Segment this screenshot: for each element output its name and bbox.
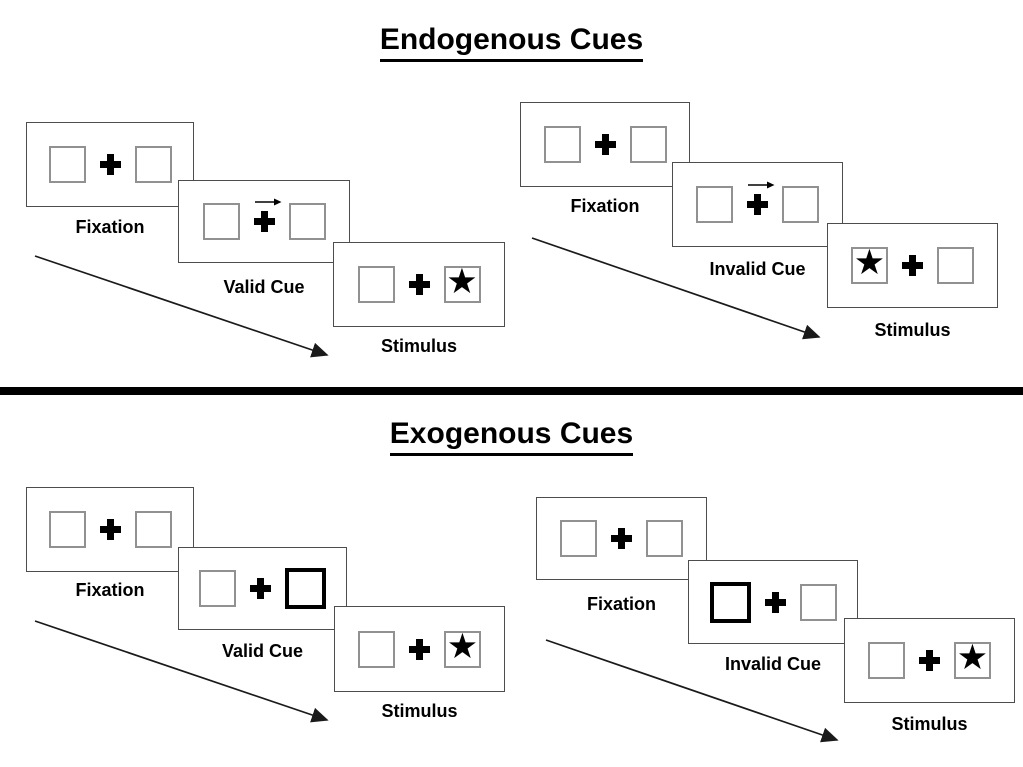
right-box — [134, 146, 172, 183]
endogenous-valid-cue-card — [178, 180, 350, 263]
left-box — [358, 630, 395, 668]
endogenous-valid-sequence-arrow — [34, 255, 329, 358]
fixation-cross-icon — [253, 198, 281, 232]
endogenous-invalid-fixation-card — [520, 102, 690, 187]
endogenous-section-title: Endogenous Cues — [14, 23, 1009, 62]
fixation-cross-icon — [99, 154, 121, 175]
right-box — [799, 583, 837, 621]
endogenous-invalid-stimulus-card: ★ — [827, 223, 998, 308]
left-box — [543, 126, 581, 163]
exogenous-invalid-cue-card — [688, 560, 858, 644]
endogenous-title-text: Endogenous Cues — [379, 23, 644, 62]
star-icon: ★ — [956, 638, 989, 678]
exogenous-valid-stimulus-card: ★ — [334, 606, 505, 692]
right-arrow-cue-icon — [254, 198, 281, 206]
right-box-highlighted-cue — [285, 568, 326, 609]
fixation-cross-icon — [764, 591, 786, 613]
star-icon: ★ — [446, 262, 478, 302]
fixation-label: Fixation — [570, 196, 640, 216]
left-box-highlighted-cue — [709, 581, 751, 623]
fixation-display — [48, 511, 172, 548]
valid-cue-label: Valid Cue — [221, 641, 304, 661]
fixation-label: Fixation — [75, 217, 145, 237]
cue-display — [199, 568, 326, 609]
stimulus-label: Stimulus — [874, 320, 951, 340]
invalid-cue-label: Invalid Cue — [709, 259, 806, 279]
right-box — [782, 186, 819, 223]
left-box — [560, 520, 597, 557]
right-box — [937, 247, 974, 284]
right-box-with-star: ★ — [443, 262, 481, 303]
left-box — [199, 570, 236, 607]
stimulus-label: Stimulus — [380, 336, 457, 356]
stimulus-display: ★ — [868, 638, 991, 679]
exogenous-valid-cue-card — [178, 547, 347, 630]
exogenous-section-title: Exogenous Cues — [14, 417, 1009, 456]
left-box — [357, 266, 395, 303]
stimulus-label: Stimulus — [891, 714, 968, 734]
right-box — [629, 126, 667, 163]
exogenous-valid-fixation-card — [26, 487, 194, 572]
cue-display — [696, 181, 819, 223]
fixation-cross-icon — [99, 519, 121, 540]
valid-cue-label: Valid Cue — [223, 277, 305, 297]
left-box — [202, 203, 240, 240]
invalid-cue-label: Invalid Cue — [724, 654, 822, 674]
left-box — [696, 186, 733, 223]
stimulus-display: ★ — [357, 262, 481, 303]
fixation-label: Fixation — [586, 594, 656, 614]
left-box — [868, 642, 905, 679]
exogenous-valid-sequence-arrow — [34, 620, 329, 723]
cue-display — [709, 581, 837, 623]
cue-display — [202, 198, 326, 240]
fixation-cross-icon — [594, 134, 616, 155]
fixation-label: Fixation — [75, 580, 145, 600]
fixation-cross-icon — [902, 255, 923, 276]
left-box — [48, 146, 86, 183]
right-box — [134, 511, 172, 548]
section-divider — [0, 387, 1023, 395]
exogenous-invalid-fixation-card — [536, 497, 707, 580]
right-box-with-star: ★ — [954, 638, 991, 679]
endogenous-valid-fixation-card — [26, 122, 194, 207]
exogenous-title-text: Exogenous Cues — [389, 417, 634, 456]
fixation-display — [543, 126, 667, 163]
stimulus-display: ★ — [358, 626, 481, 668]
fixation-cross-icon — [409, 638, 430, 660]
stimulus-label: Stimulus — [381, 701, 458, 721]
right-box — [646, 520, 683, 557]
stimulus-display: ★ — [851, 243, 974, 284]
star-icon: ★ — [853, 243, 886, 283]
endogenous-invalid-cue-card — [672, 162, 843, 247]
fixation-cross-icon — [250, 578, 271, 599]
star-icon: ★ — [446, 626, 479, 667]
left-box — [48, 511, 86, 548]
fixation-cross-icon — [611, 528, 632, 549]
right-box — [288, 203, 326, 240]
left-box-with-star: ★ — [851, 243, 888, 284]
endogenous-valid-stimulus-card: ★ — [333, 242, 505, 327]
fixation-display — [48, 146, 172, 183]
right-arrow-cue-icon — [748, 181, 775, 189]
endogenous-invalid-sequence-arrow — [531, 237, 821, 340]
fixation-display — [560, 520, 683, 557]
fixation-cross-icon — [408, 274, 430, 295]
right-box-with-star: ★ — [444, 626, 481, 668]
exogenous-invalid-stimulus-card: ★ — [844, 618, 1015, 703]
fixation-cross-icon — [747, 181, 775, 215]
fixation-cross-icon — [919, 650, 940, 671]
